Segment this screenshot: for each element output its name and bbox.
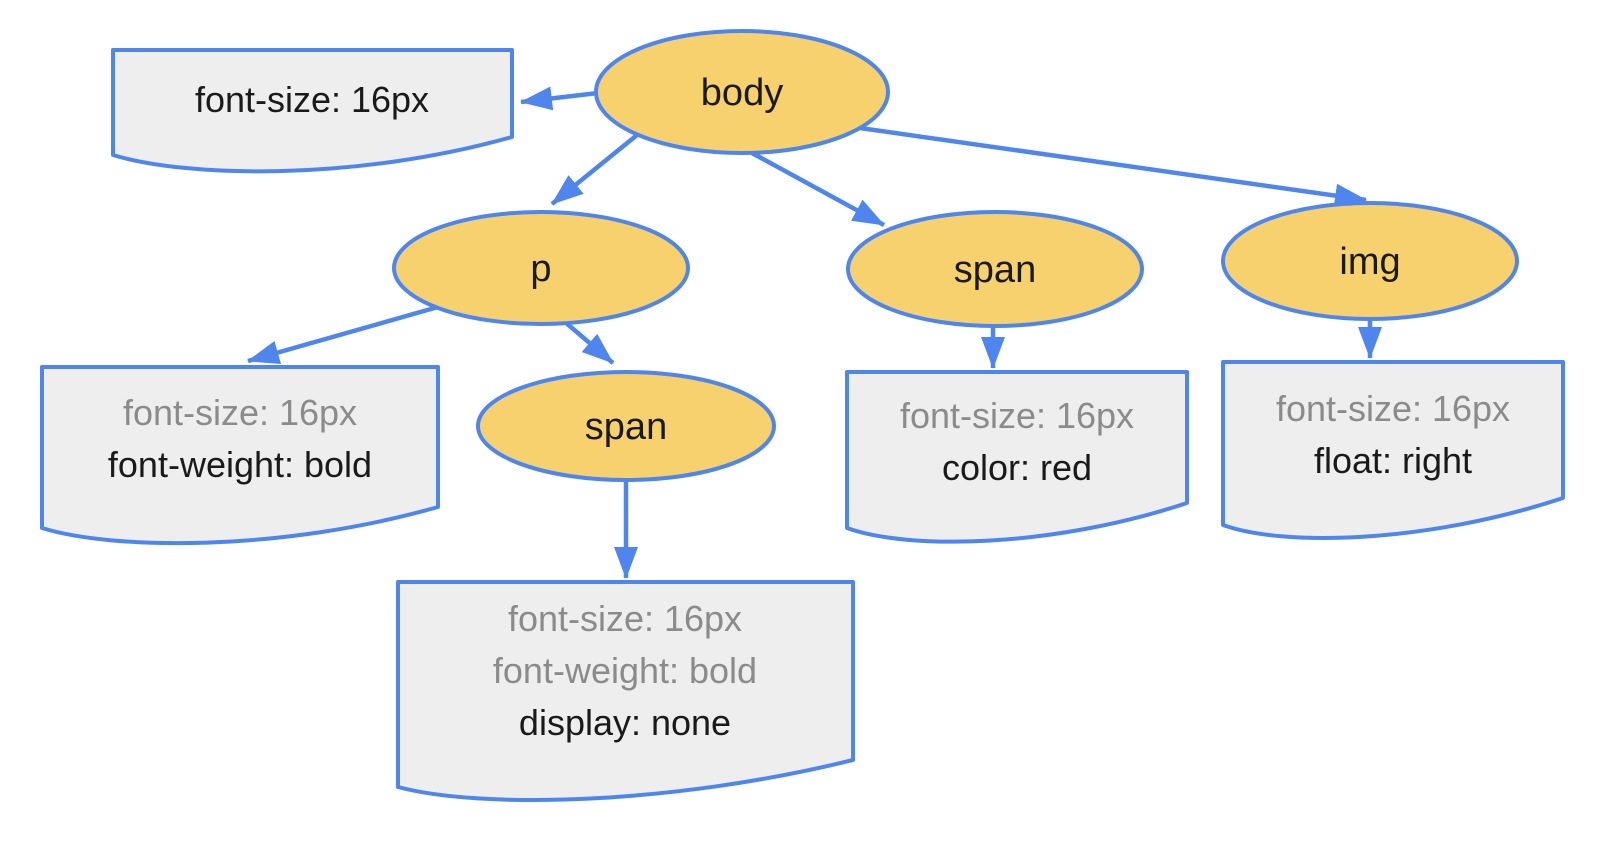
edge-p-to-p-note [247, 302, 446, 365]
edge-body-to-img [859, 125, 1367, 208]
p-note-line-1: font-size: 16px [123, 392, 357, 433]
node-span-in-p [476, 370, 776, 482]
node-body [594, 29, 890, 155]
node-body-label: body [701, 72, 783, 114]
style-note-p [40, 365, 440, 546]
span-in-p-note-line-3: display: none [519, 702, 731, 743]
img-note-line-1: font-size: 16px [1276, 388, 1510, 429]
node-p [392, 210, 690, 326]
node-img [1221, 201, 1519, 321]
body-note-line-1: font-size: 16px [195, 79, 429, 120]
edge-body-to-p [550, 133, 639, 206]
node-span-in-body [846, 210, 1144, 328]
edge-p-to-span [563, 320, 615, 365]
span-in-p-note-line-2: font-weight: bold [493, 650, 757, 691]
style-note-img [1221, 360, 1565, 540]
node-span-in-p-label: span [585, 406, 667, 448]
style-note-body [111, 48, 514, 174]
node-p-label: p [530, 248, 551, 290]
node-span-in-body-label: span [954, 249, 1036, 291]
span-in-body-note-line-2: color: red [942, 447, 1092, 488]
span-in-p-note-line-1: font-size: 16px [508, 598, 742, 639]
span-in-body-note-line-1: font-size: 16px [900, 395, 1134, 436]
edge-body-to-span [750, 151, 886, 227]
style-note-span-in-p [396, 580, 855, 802]
p-note-line-2: font-weight: bold [108, 444, 372, 485]
img-note-line-2: float: right [1314, 440, 1472, 481]
style-note-span-in-body [845, 370, 1189, 544]
node-img-label: img [1339, 241, 1400, 283]
edge-body-to-body-note [520, 86, 599, 111]
